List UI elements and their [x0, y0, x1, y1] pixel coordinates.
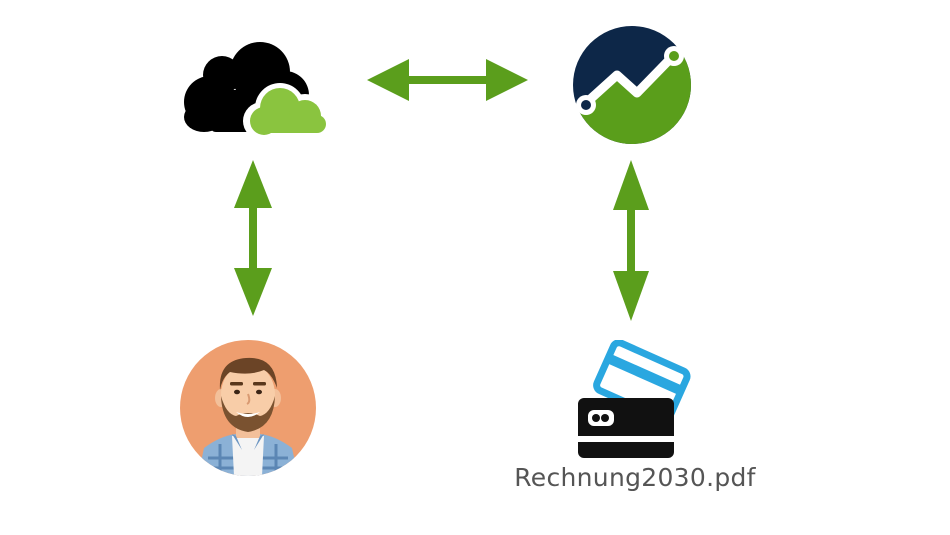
credit-card-icon: [578, 340, 691, 458]
double-arrow-vertical-left: [234, 160, 272, 316]
user-avatar-icon: [180, 340, 316, 476]
cloud-icon: [184, 42, 330, 140]
credit-card-node: [578, 340, 698, 460]
double-arrow-horizontal: [367, 59, 528, 101]
user-avatar: [180, 340, 316, 476]
invoice-filename: Rechnung2030.pdf: [514, 463, 756, 492]
double-arrow-vertical-right: [613, 160, 649, 321]
cloud-node: [180, 40, 330, 140]
chart-growth-icon: [573, 26, 691, 144]
chart-node: [572, 25, 692, 145]
